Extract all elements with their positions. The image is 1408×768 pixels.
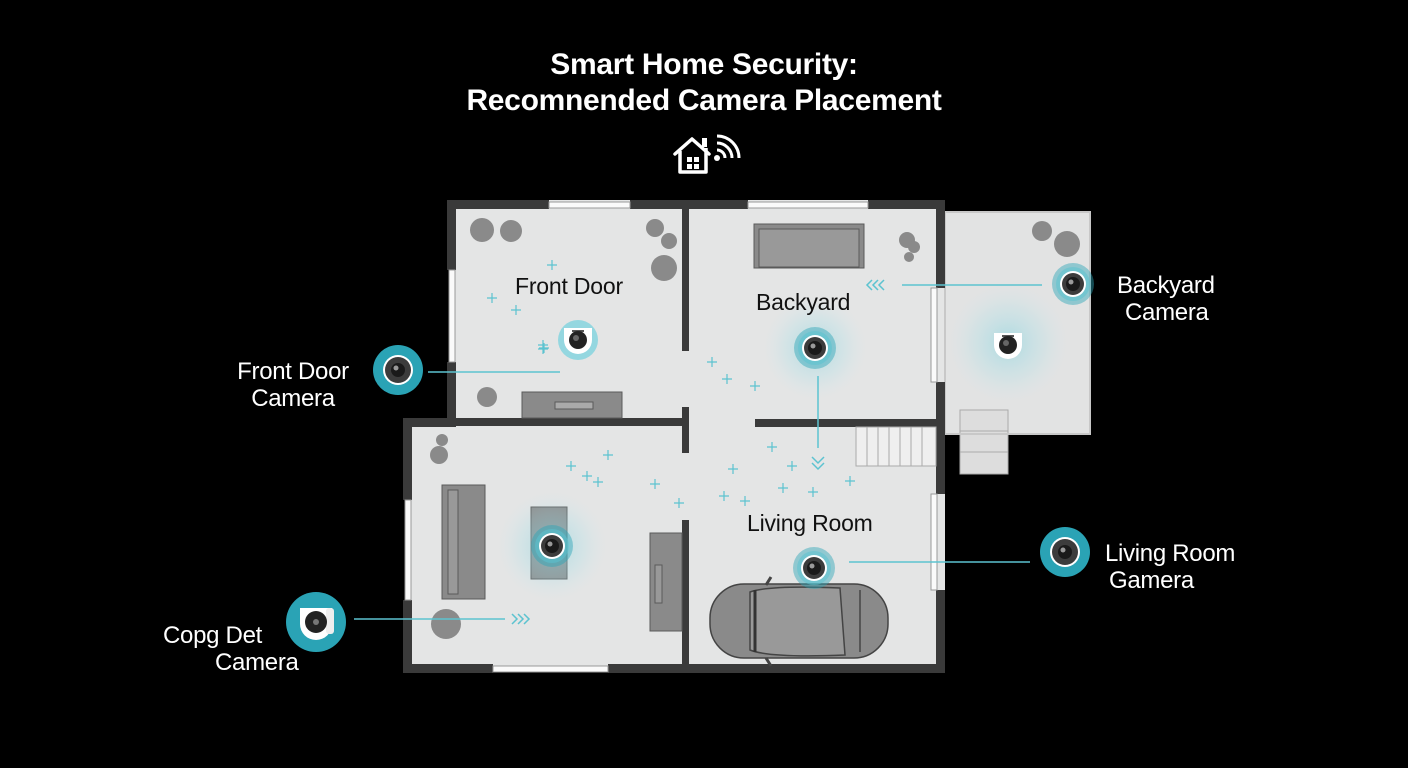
living-room-camera-icon[interactable] bbox=[1040, 527, 1090, 577]
front-door-camera-label: Front Door Camera bbox=[233, 358, 353, 412]
label-line-1: Living Room bbox=[1105, 540, 1236, 567]
label-line-1: Copg Det bbox=[163, 622, 262, 649]
windows bbox=[404, 201, 938, 673]
room-label-backyard: Backyard bbox=[756, 289, 851, 315]
front-door-camera-icon[interactable] bbox=[373, 345, 423, 395]
backyard-camera-icon[interactable] bbox=[1049, 260, 1097, 308]
stairs bbox=[855, 426, 937, 467]
living-room-camera-label: Living Room Gamera bbox=[1105, 540, 1235, 594]
car bbox=[709, 576, 889, 667]
label-line-1: Front Door bbox=[237, 358, 349, 385]
external-camera-badges bbox=[286, 345, 1090, 652]
label-line-1: Backyard bbox=[1117, 272, 1215, 299]
smart-home-wifi-icon bbox=[673, 134, 741, 174]
label-line-2: Gamera bbox=[1109, 567, 1194, 594]
walls bbox=[403, 200, 945, 673]
label-line-2: Camera bbox=[251, 385, 335, 412]
room-label-front-door: Front Door bbox=[515, 273, 623, 299]
label-line-2: Camera bbox=[1125, 299, 1209, 326]
backyard-camera-label: Backyard Camera bbox=[1117, 272, 1215, 326]
label-line-2: Camera bbox=[215, 649, 299, 676]
title-line-2: Recomnended Camera Placement bbox=[466, 84, 942, 117]
room-label-living-room: Living Room bbox=[747, 510, 873, 536]
plants bbox=[430, 218, 1080, 639]
connector-lines bbox=[354, 279, 1042, 625]
title-line-1: Smart Home Security: bbox=[550, 48, 858, 81]
furniture bbox=[441, 223, 865, 632]
garage-camera-label: Copg Det Camera bbox=[163, 622, 299, 676]
garage-camera-icon[interactable] bbox=[286, 592, 346, 652]
